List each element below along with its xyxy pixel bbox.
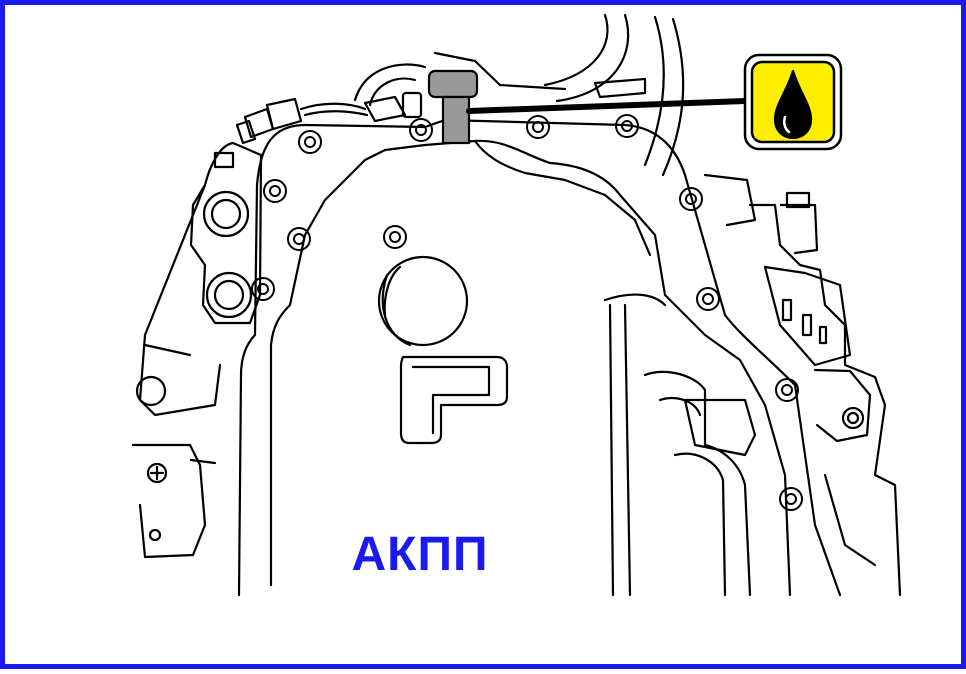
bolt [298, 130, 322, 154]
bolts [251, 114, 803, 511]
leader-line [466, 98, 748, 114]
bolt [696, 287, 720, 311]
dipstick [427, 69, 479, 145]
bolt [409, 118, 433, 142]
right-components [703, 173, 902, 597]
diagram-label: АКПП [351, 528, 489, 581]
oil-badge [743, 53, 843, 151]
bolt [779, 487, 803, 511]
hoses [353, 13, 685, 177]
left-bracket [131, 141, 263, 559]
bolt [383, 225, 407, 249]
cover-plug [377, 255, 469, 347]
bolt [263, 179, 287, 203]
bolt [526, 115, 550, 139]
transmission-case [237, 118, 842, 597]
bolt [287, 227, 311, 251]
bolt [775, 378, 799, 402]
bolt [251, 277, 275, 301]
wire-connector [235, 91, 423, 145]
bolt [615, 114, 639, 138]
transmission-drawing [131, 13, 902, 597]
bolt [679, 187, 703, 211]
l-plate [399, 355, 509, 445]
